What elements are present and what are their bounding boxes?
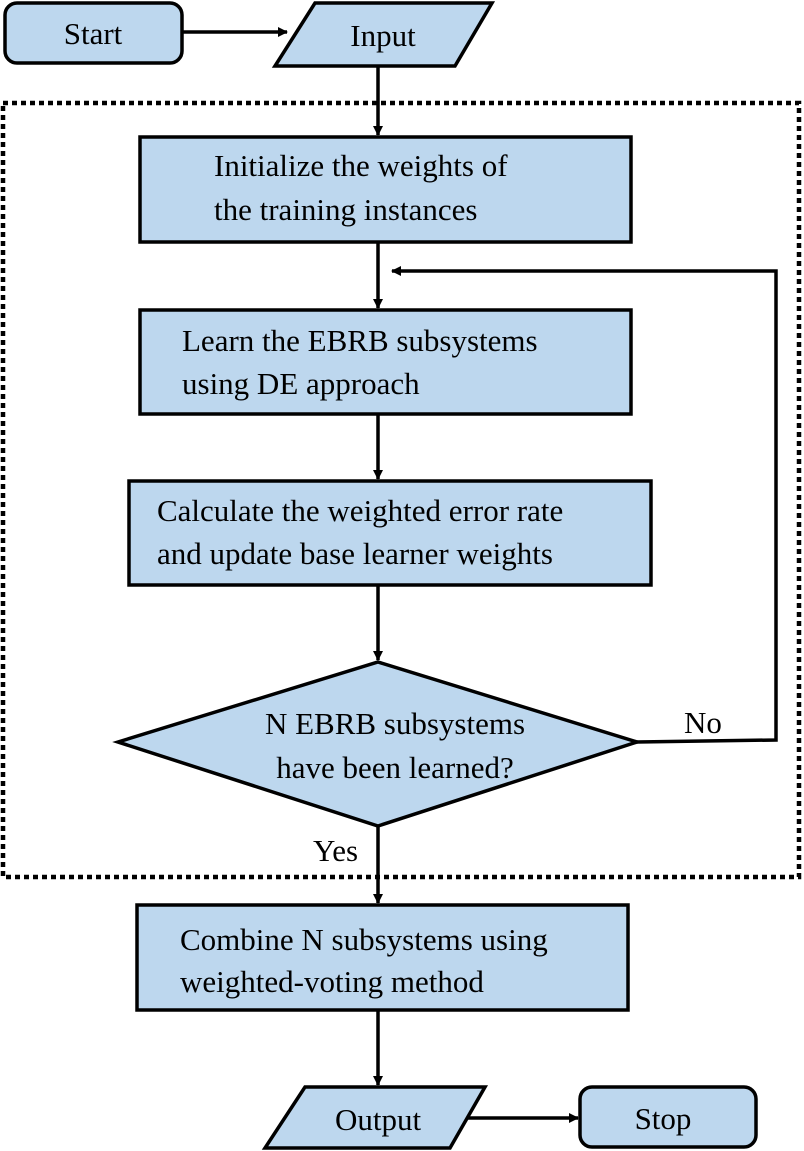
decision-node: N EBRB subsystems have been learned? bbox=[112, 660, 643, 828]
no-label: No bbox=[684, 705, 722, 740]
calculate-line-1: Calculate the weighted error rate bbox=[157, 493, 563, 528]
initialize-node: Initialize the weights of the training i… bbox=[138, 135, 633, 244]
stop-label: Stop bbox=[635, 1101, 692, 1136]
input-node: Input bbox=[271, 1, 496, 68]
edge-no-loop bbox=[391, 266, 778, 744]
learn-line-1: Learn the EBRB subsystems bbox=[182, 323, 538, 358]
stop-node: Stop bbox=[578, 1085, 758, 1149]
input-label: Input bbox=[350, 18, 416, 53]
combine-line-1: Combine N subsystems using bbox=[180, 922, 548, 957]
decision-line-2: have been learned? bbox=[276, 750, 514, 785]
learn-line-2: using DE approach bbox=[182, 366, 420, 401]
initialize-line-1: Initialize the weights of bbox=[214, 148, 508, 183]
initialize-line-2: the training instances bbox=[214, 192, 477, 227]
decision-line-1: N EBRB subsystems bbox=[265, 706, 525, 741]
loop-frame bbox=[0, 100, 802, 880]
learn-node: Learn the EBRB subsystems using DE appro… bbox=[138, 308, 633, 416]
combine-line-2: weighted-voting method bbox=[180, 964, 484, 999]
yes-label: Yes bbox=[313, 833, 358, 868]
calculate-line-2: and update base learner weights bbox=[157, 536, 553, 571]
output-node: Output bbox=[261, 1085, 489, 1150]
start-node: Start bbox=[3, 1, 184, 65]
start-label: Start bbox=[64, 16, 123, 51]
calculate-node: Calculate the weighted error rate and up… bbox=[127, 479, 653, 587]
combine-node: Combine N subsystems using weighted-voti… bbox=[135, 903, 630, 1012]
output-label: Output bbox=[335, 1102, 422, 1137]
